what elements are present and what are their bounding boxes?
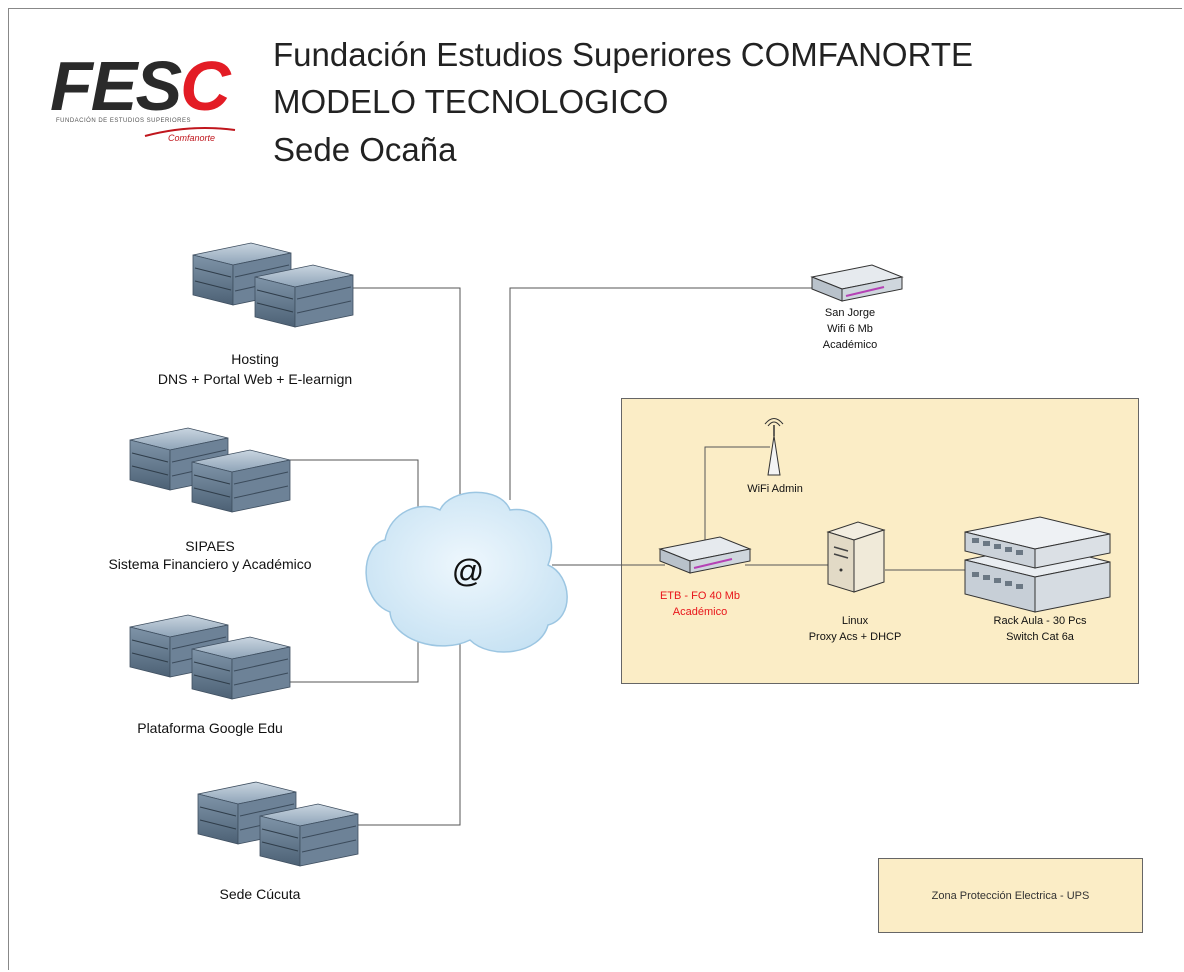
linux-label-2: Proxy Acs + DHCP xyxy=(808,631,902,643)
title-line-1: Fundación Estudios Superiores COMFANORTE xyxy=(273,36,974,73)
logo-subtitle: FUNDACIÓN DE ESTUDIOS SUPERIORES xyxy=(56,118,192,124)
cloud-at-symbol: @ xyxy=(451,553,485,589)
ups-zone-legend: Zona Protección Electrica - UPS xyxy=(878,858,1143,933)
logo-swoosh-icon xyxy=(144,127,236,137)
rack-label-2: Switch Cat 6a xyxy=(1006,631,1074,643)
diagram-frame xyxy=(8,8,1182,970)
rack-label-1: Rack Aula - 30 Pcs xyxy=(993,615,1087,627)
wifi-admin-label: WiFi Admin xyxy=(747,483,803,495)
fesc-logo: FESC FUNDACIÓN DE ESTUDIOS SUPERIORES Co… xyxy=(30,40,245,158)
san-jorge-label-2: Wifi 6 Mb xyxy=(827,323,873,335)
cucuta-server-icon xyxy=(198,782,358,866)
hosting-server-icon xyxy=(193,243,353,327)
sipaes-label-1: SIPAES xyxy=(185,538,235,554)
linux-server-tower-icon xyxy=(826,521,886,593)
etb-label-2: Académico xyxy=(672,606,728,618)
cucuta-label: Sede Cúcuta xyxy=(219,886,301,902)
title-line-2: MODELO TECNOLOGICO xyxy=(273,83,669,120)
san-jorge-label-1: San Jorge xyxy=(824,307,876,319)
switch-rack-icon xyxy=(964,516,1111,613)
san-jorge-label-3: Académico xyxy=(822,339,878,351)
linux-label-1: Linux xyxy=(841,615,869,627)
etb-label-1: ETB - FO 40 Mb xyxy=(659,590,741,602)
sipaes-server-icon xyxy=(130,428,290,512)
title-line-3: Sede Ocaña xyxy=(273,131,457,168)
wifi-antenna-icon xyxy=(764,418,784,476)
google-label: Plataforma Google Edu xyxy=(137,720,283,736)
internet-cloud-icon xyxy=(365,491,568,653)
etb-router-icon xyxy=(659,536,751,574)
logo-brand: Comfanorte xyxy=(168,133,216,143)
sipaes-label-2: Sistema Financiero y Académico xyxy=(108,556,312,572)
hosting-label-2: DNS + Portal Web + E-learnign xyxy=(157,371,353,387)
hosting-label-1: Hosting xyxy=(231,351,279,367)
google-server-icon xyxy=(130,615,290,699)
san-jorge-router-icon xyxy=(811,264,903,302)
logo-wordmark: FESC xyxy=(50,47,231,125)
